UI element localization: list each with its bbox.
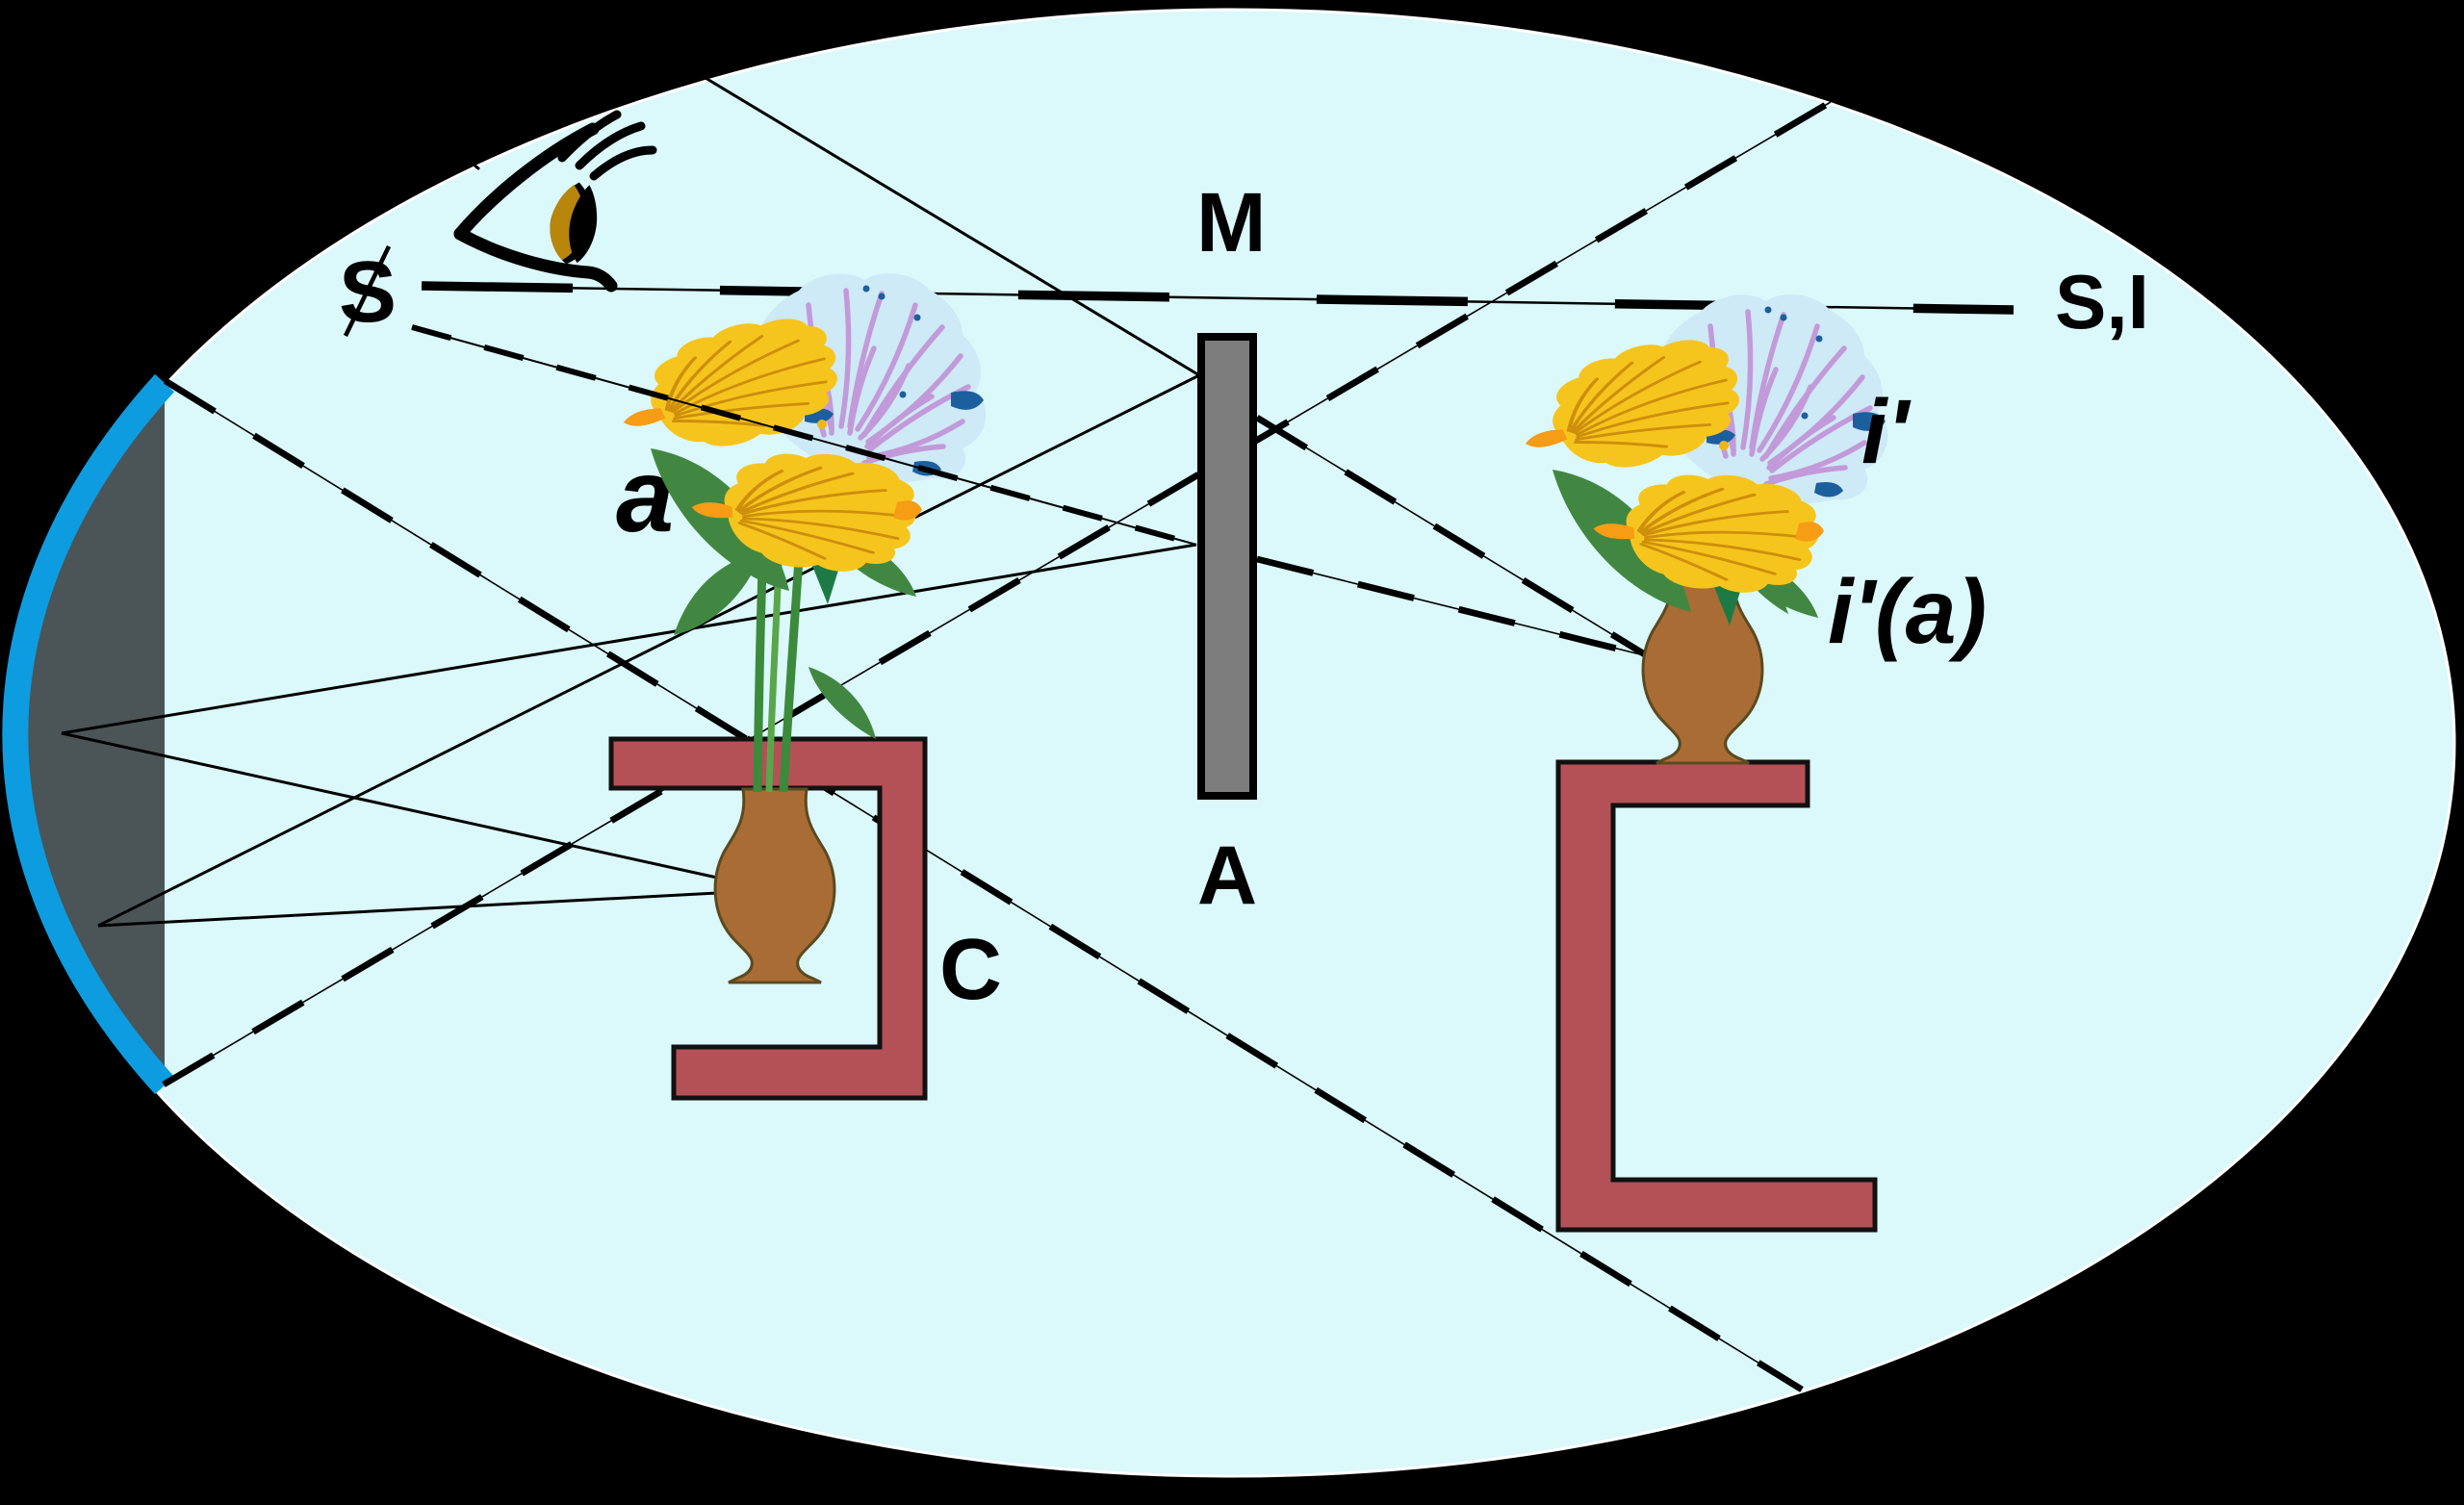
svg-text:M: M [1196, 176, 1266, 269]
svg-text:A: A [1197, 829, 1257, 922]
svg-text:i': i' [1861, 381, 1912, 483]
svg-text:S,I: S,I [2055, 259, 2149, 344]
svg-text:C: C [939, 922, 1002, 1018]
svg-text:i'(a): i'(a) [1828, 561, 1987, 663]
